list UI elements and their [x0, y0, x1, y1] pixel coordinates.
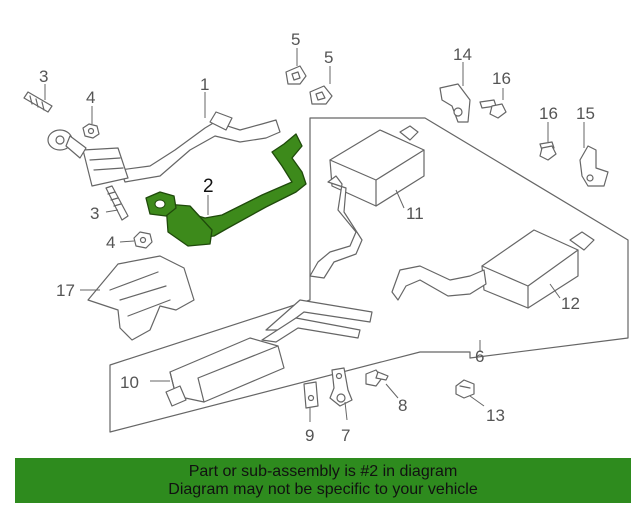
part-4-nut-lower — [133, 231, 153, 249]
callout-4-upper: 4 — [86, 88, 95, 107]
part-14-bracket — [439, 83, 471, 123]
callout-8: 8 — [398, 396, 407, 415]
part-4-nut-upper — [82, 123, 100, 139]
callout-17: 17 — [56, 281, 75, 300]
callout-7: 7 — [341, 426, 350, 445]
part-16-bolt-upper — [479, 99, 507, 119]
callout-9: 9 — [305, 426, 314, 445]
part-13-isolator — [455, 379, 475, 399]
subassembly-6-outline — [109, 117, 629, 433]
banner-line-1: Part or sub-assembly is #2 in diagram — [188, 462, 458, 480]
callout-11: 11 — [406, 204, 424, 223]
part-5-hanger-right — [309, 85, 333, 105]
part-9-isolator — [303, 381, 319, 409]
info-banner: Part or sub-assembly is #2 in diagram Di… — [15, 458, 631, 503]
callout-12: 12 — [561, 294, 580, 313]
callout-2: 2 — [203, 176, 214, 197]
banner-line-2: Diagram may not be specific to your vehi… — [168, 480, 478, 498]
callout-5-left: 5 — [291, 30, 300, 49]
part-17-heat-shield — [87, 255, 195, 341]
callout-10: 10 — [120, 373, 139, 392]
callout-16-lower: 16 — [539, 104, 558, 123]
part-8-bolt — [365, 369, 389, 387]
callout-15: 15 — [576, 104, 595, 123]
callout-16-upper: 16 — [492, 69, 511, 88]
callout-14: 14 — [453, 45, 472, 64]
part-15-bracket — [579, 145, 609, 187]
callout-3-upper: 3 — [39, 67, 48, 86]
part-1-front-pipe — [47, 111, 281, 187]
part-16-bolt-lower — [539, 141, 557, 161]
part-12-muffler-right — [391, 229, 595, 309]
part-3-stud-lower — [105, 185, 129, 221]
callout-13: 13 — [486, 406, 505, 425]
part-5-hanger-left — [285, 65, 307, 85]
callout-1: 1 — [200, 75, 209, 94]
part-2-catalytic-converter — [145, 133, 307, 247]
part-10-resonator — [165, 299, 373, 407]
part-3-stud-upper — [23, 91, 53, 113]
callout-6: 6 — [475, 347, 484, 366]
part-11-muffler-left — [309, 125, 425, 279]
callout-4-lower: 4 — [106, 233, 115, 252]
part-7-hanger-bracket — [329, 367, 353, 407]
callout-5-right: 5 — [324, 48, 333, 67]
leader-lines — [44, 48, 585, 422]
callout-3-lower: 3 — [90, 204, 99, 223]
